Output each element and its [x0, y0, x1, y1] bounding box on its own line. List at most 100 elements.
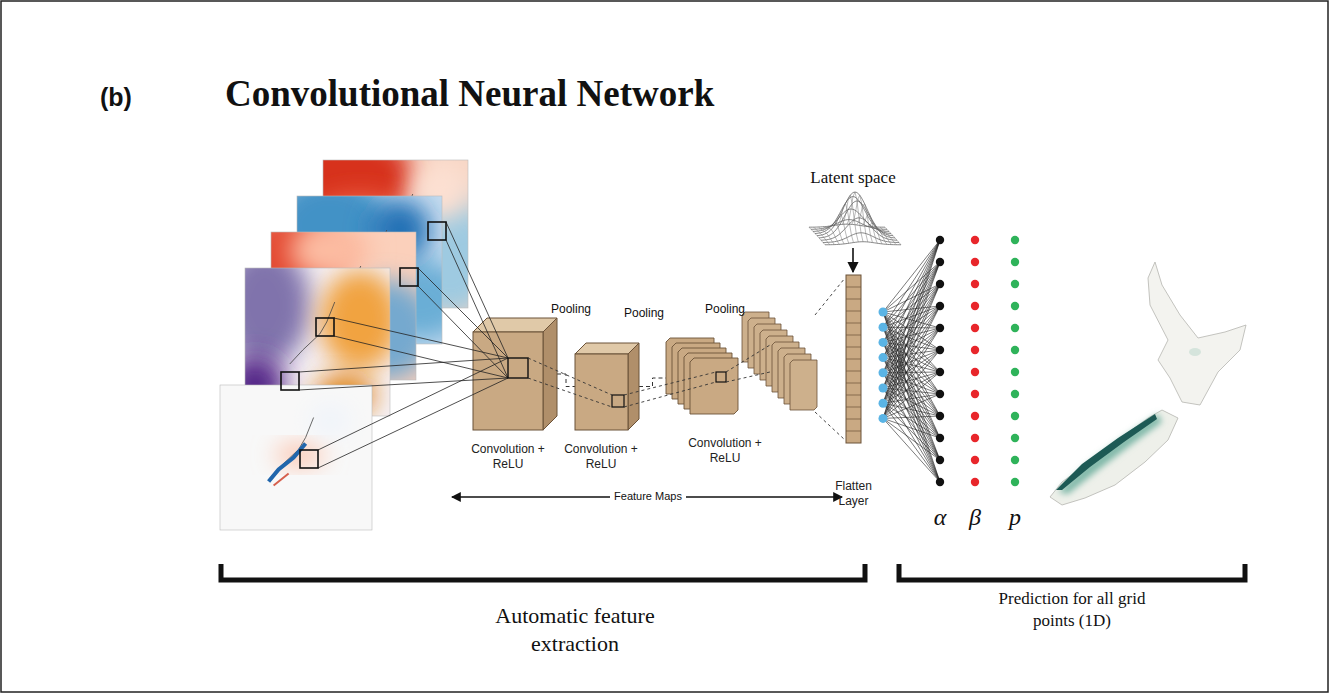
output-neuron: [971, 390, 979, 398]
output-neuron: [1011, 302, 1019, 310]
receptive-field: [281, 372, 299, 390]
flatten-cell: [846, 431, 861, 432]
dense-link: [883, 342, 940, 482]
dashed-projection: [815, 278, 845, 315]
flatten-cell: [846, 419, 861, 420]
cube-side: [543, 318, 557, 430]
gaussian-mesh: [842, 195, 858, 242]
dashed-projection: [815, 412, 845, 440]
output-neuron: [936, 258, 944, 266]
precip-zone: [1189, 348, 1201, 356]
output-neuron: [1011, 236, 1019, 244]
dense-link: [883, 262, 940, 373]
input-neuron: [879, 414, 888, 423]
gaussian-mesh: [866, 223, 882, 244]
output-neuron: [1011, 478, 1019, 486]
title: Convolutional Neural Network: [225, 72, 714, 115]
output-neuron: [971, 368, 979, 376]
block-shape: [473, 318, 557, 430]
dense-link: [883, 284, 940, 312]
output-neuron: [936, 368, 944, 376]
dashed-projection: [624, 382, 716, 407]
dense-link: [883, 240, 940, 418]
bracket: [899, 564, 1245, 580]
precip-streak: [274, 474, 289, 486]
output-neuron: [936, 346, 944, 354]
flatten-cell: [846, 311, 861, 312]
gaussian-mesh: [880, 227, 896, 245]
input-neuron: [879, 338, 888, 347]
latent-arrow: [852, 248, 854, 272]
field-blob: [320, 270, 390, 370]
input-map: [220, 385, 372, 530]
receptive-field: [508, 358, 528, 378]
output-neuron: [1011, 280, 1019, 288]
cube-side: [628, 343, 639, 430]
precip-zone: [1056, 414, 1157, 490]
gaussian-mesh: [861, 214, 877, 243]
dense-link: [883, 328, 940, 418]
dashed-connector: [557, 374, 575, 387]
dense-link: [883, 262, 940, 403]
flatten-cell: [846, 299, 861, 300]
output-neuron: [936, 390, 944, 398]
north-island: [1148, 262, 1246, 405]
dense-link: [883, 306, 940, 418]
dense-link: [883, 416, 940, 418]
output-neuron: [936, 280, 944, 288]
receptive-line: [334, 318, 508, 358]
receptive-line: [446, 240, 508, 378]
receptive-line: [318, 378, 508, 468]
dense-link: [883, 394, 940, 418]
dense-link: [883, 284, 940, 403]
output-neuron: [971, 434, 979, 442]
receptive-line: [418, 286, 508, 378]
output-neuron: [1011, 324, 1019, 332]
output-neuron: [971, 258, 979, 266]
flatten-cell: [846, 287, 861, 288]
dense-link: [883, 306, 940, 403]
dashed-projection: [528, 358, 612, 395]
latent-label: Latent space: [810, 168, 895, 188]
dense-link: [883, 240, 940, 342]
receptive-line: [318, 358, 508, 450]
bracket: [221, 564, 865, 580]
coastline: [269, 418, 314, 480]
dense-link: [883, 372, 940, 418]
input-neuron: [879, 308, 888, 317]
dashed-projection: [528, 378, 612, 407]
output-neuron: [1011, 434, 1019, 442]
output-neuron: [1011, 390, 1019, 398]
output-neuron: [971, 346, 979, 354]
output-neuron: [936, 236, 944, 244]
receptive-line: [299, 358, 508, 372]
flatten-cell: [846, 347, 861, 348]
flatten-cell: [846, 371, 861, 372]
receptive-line: [334, 336, 508, 378]
dense-link: [883, 418, 940, 482]
output-neuron: [971, 478, 979, 486]
receptive-line: [446, 222, 508, 358]
output-neuron: [971, 280, 979, 288]
cube-front: [575, 354, 628, 430]
south-island: [1050, 410, 1178, 505]
dashed-connector: [639, 378, 666, 387]
param-symbol: α: [934, 503, 947, 532]
gaussian-mesh: [819, 227, 835, 245]
flatten-cell: [846, 407, 861, 408]
dense-link: [883, 262, 940, 388]
map-ground: [220, 385, 372, 530]
dense-link: [883, 418, 940, 460]
output-neuron: [936, 478, 944, 486]
pooling-label: Pooling: [624, 306, 664, 320]
receptive-line: [299, 378, 508, 390]
dense-link: [883, 284, 940, 418]
section-label: Prediction for all grid points (1D): [992, 588, 1152, 632]
flatten-cell: [846, 359, 861, 360]
input-neuron: [879, 384, 888, 393]
output-neuron: [971, 324, 979, 332]
gaussian-mesh: [857, 204, 873, 243]
output-neuron: [971, 302, 979, 310]
dense-link: [883, 306, 940, 388]
